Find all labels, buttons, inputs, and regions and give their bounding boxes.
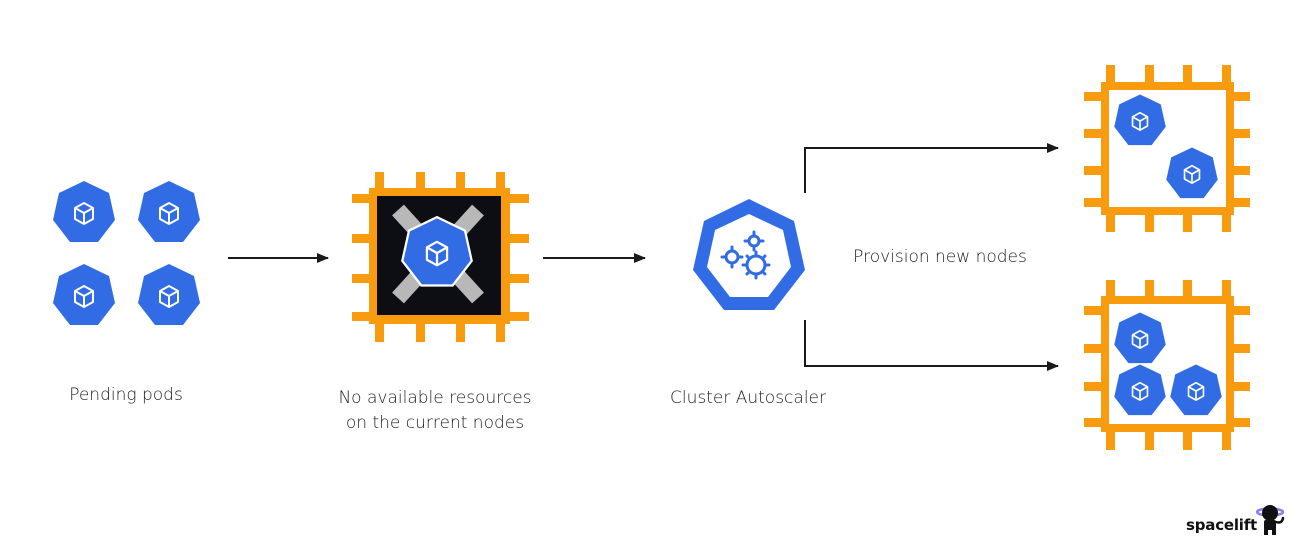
pod-icon bbox=[137, 180, 201, 243]
cluster-autoscaler-label: Cluster Autoscaler bbox=[648, 386, 848, 411]
arrow-autoscaler-to-node-1 bbox=[804, 143, 1059, 193]
astronaut-icon bbox=[1256, 505, 1285, 535]
logo-text: spacelift bbox=[1186, 516, 1258, 534]
new-node-chip-icon bbox=[1084, 65, 1250, 232]
pending-pods-group bbox=[52, 180, 201, 326]
label-line: Pending pods bbox=[69, 385, 183, 405]
new-node-chip-icon bbox=[1084, 280, 1250, 450]
pod-icon bbox=[137, 263, 201, 326]
label-line: Provision new nodes bbox=[853, 247, 1027, 267]
pod-icon bbox=[52, 263, 116, 326]
label-line: No available resources bbox=[338, 388, 532, 408]
label-line: Cluster Autoscaler bbox=[669, 388, 826, 408]
label-line: on the current nodes bbox=[345, 413, 525, 433]
provision-new-nodes-label: Provision new nodes bbox=[830, 245, 1050, 270]
pod-icon bbox=[52, 180, 116, 243]
cluster-autoscaler-icon bbox=[693, 199, 805, 310]
spacelift-logo: spacelift bbox=[1186, 502, 1296, 542]
pending-pods-label: Pending pods bbox=[26, 383, 226, 408]
no-resources-label: No available resources on the current no… bbox=[310, 386, 560, 436]
blocked-node-chip-icon bbox=[352, 172, 529, 342]
arrow-autoscaler-to-node-2 bbox=[804, 320, 1059, 371]
